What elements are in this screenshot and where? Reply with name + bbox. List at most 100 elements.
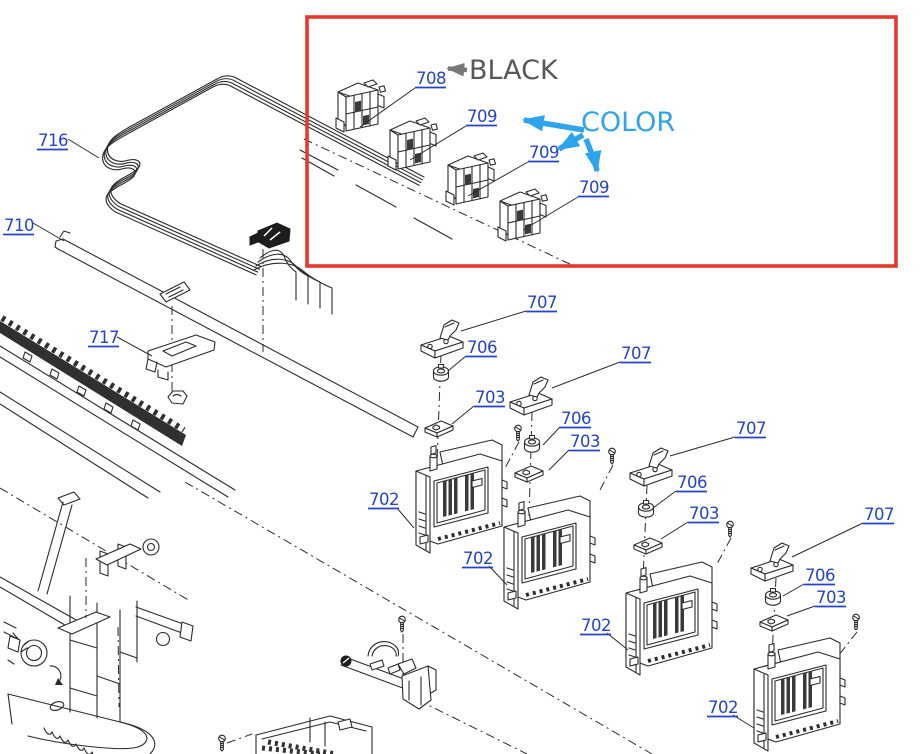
lever-707 xyxy=(750,542,794,582)
flat-cable-strip xyxy=(54,230,419,438)
screw xyxy=(398,615,406,633)
leader-line xyxy=(652,490,677,509)
callout-716[interactable]: 716 xyxy=(37,131,100,159)
clip-703 xyxy=(633,537,663,555)
leader-line xyxy=(488,565,508,586)
callout-707[interactable]: 707 xyxy=(460,293,558,332)
callout-703[interactable]: 703 xyxy=(786,588,847,617)
callout-702[interactable]: 702 xyxy=(580,616,629,651)
part-number-link[interactable]: 707 xyxy=(621,344,652,363)
part-number-link[interactable]: 703 xyxy=(816,588,847,607)
highlight-box xyxy=(305,15,898,268)
callout-717[interactable]: 717 xyxy=(88,328,153,357)
carriage-assembly xyxy=(0,491,194,754)
holder-assembly-3 xyxy=(624,447,734,677)
part-number-link[interactable]: 702 xyxy=(708,698,739,717)
callout-702[interactable]: 702 xyxy=(707,698,755,729)
part-number-link[interactable]: 708 xyxy=(416,69,447,88)
part-number-link[interactable]: 702 xyxy=(369,490,400,509)
screw xyxy=(726,520,734,538)
callout-709[interactable]: 709 xyxy=(522,178,610,231)
part-number-link[interactable]: 716 xyxy=(38,131,69,150)
black-arrow-icon xyxy=(446,63,468,77)
callout-706[interactable]: 706 xyxy=(542,409,592,446)
holder-assembly-2 xyxy=(502,376,616,611)
bottom-partial-assembly xyxy=(218,715,373,754)
leader-line xyxy=(467,161,529,197)
leader-line xyxy=(548,449,570,471)
part-number-link[interactable]: 703 xyxy=(475,388,506,407)
part-number-link[interactable]: 707 xyxy=(527,293,558,312)
callout-709[interactable]: 709 xyxy=(467,143,560,197)
clip-703 xyxy=(514,465,544,483)
part-callouts: 716 710 717 708 709 709 709 707 706 703 702 707 706 7… xyxy=(3,69,895,729)
leader-line xyxy=(451,405,475,425)
leader-line xyxy=(786,605,816,617)
holder-assembly-1 xyxy=(414,319,522,555)
grommet-706 xyxy=(637,499,655,518)
part-number-link[interactable]: 706 xyxy=(561,409,592,428)
callout-710[interactable]: 710 xyxy=(3,216,65,242)
leader-line xyxy=(32,222,65,242)
screw xyxy=(608,447,616,465)
holder-702 xyxy=(414,438,509,555)
part-number-link[interactable]: 717 xyxy=(89,328,120,347)
leader-line xyxy=(67,138,100,159)
bracket-717 xyxy=(145,334,216,405)
ink-damper-color xyxy=(497,188,549,242)
callout-702[interactable]: 702 xyxy=(462,549,508,586)
callout-703[interactable]: 703 xyxy=(451,388,506,425)
color-arrow-icon xyxy=(521,115,585,133)
black-label: BLACK xyxy=(469,55,559,86)
callout-708[interactable]: 708 xyxy=(359,69,447,128)
callout-709[interactable]: 709 xyxy=(409,107,498,161)
part-number-link[interactable]: 706 xyxy=(467,338,498,357)
part-number-link[interactable]: 702 xyxy=(581,616,612,635)
part-number-link[interactable]: 707 xyxy=(736,419,767,438)
screw xyxy=(218,734,226,752)
part-number-link[interactable]: 707 xyxy=(864,505,895,524)
color-arrow-icon xyxy=(583,137,602,174)
part-number-link[interactable]: 709 xyxy=(579,178,610,197)
leader-line xyxy=(396,507,415,529)
part-number-link[interactable]: 706 xyxy=(677,473,708,492)
color-annotation: COLOR xyxy=(521,107,675,174)
tube-ends xyxy=(253,249,333,315)
black-annotation: BLACK xyxy=(446,55,559,86)
callout-707[interactable]: 707 xyxy=(551,344,652,389)
leader-line xyxy=(522,196,579,231)
callout-707[interactable]: 707 xyxy=(669,419,767,457)
leader-line xyxy=(551,361,621,389)
callout-707[interactable]: 707 xyxy=(791,505,895,558)
leader-line xyxy=(460,310,527,332)
part-number-link[interactable]: 709 xyxy=(529,143,560,162)
callout-703[interactable]: 703 xyxy=(660,504,720,540)
part-number-link[interactable]: 706 xyxy=(805,566,836,585)
part-number-link[interactable]: 710 xyxy=(4,216,35,235)
leader-line xyxy=(409,125,467,161)
ink-damper-black xyxy=(335,79,387,133)
leader-line xyxy=(116,336,153,357)
part-number-link[interactable]: 702 xyxy=(463,549,494,568)
callout-703[interactable]: 703 xyxy=(548,432,601,471)
holder-702 xyxy=(752,636,847,753)
color-arrow-icon xyxy=(557,131,585,152)
part-number-link[interactable]: 709 xyxy=(467,107,498,126)
part-number-link[interactable]: 703 xyxy=(689,504,720,523)
ink-damper-color xyxy=(387,117,439,171)
callout-706[interactable]: 706 xyxy=(447,338,498,372)
color-label: COLOR xyxy=(581,107,675,138)
leader-line xyxy=(669,436,736,457)
ink-damper-color xyxy=(445,152,497,206)
carriage-rail xyxy=(0,315,236,499)
part-number-link[interactable]: 703 xyxy=(570,432,601,451)
grommet-706 xyxy=(432,363,450,382)
damper-row xyxy=(299,79,575,267)
callout-706[interactable]: 706 xyxy=(652,473,708,509)
lever-707 xyxy=(509,376,553,416)
callout-706[interactable]: 706 xyxy=(782,566,836,597)
leader-line xyxy=(791,522,864,558)
callout-702[interactable]: 702 xyxy=(368,490,415,529)
